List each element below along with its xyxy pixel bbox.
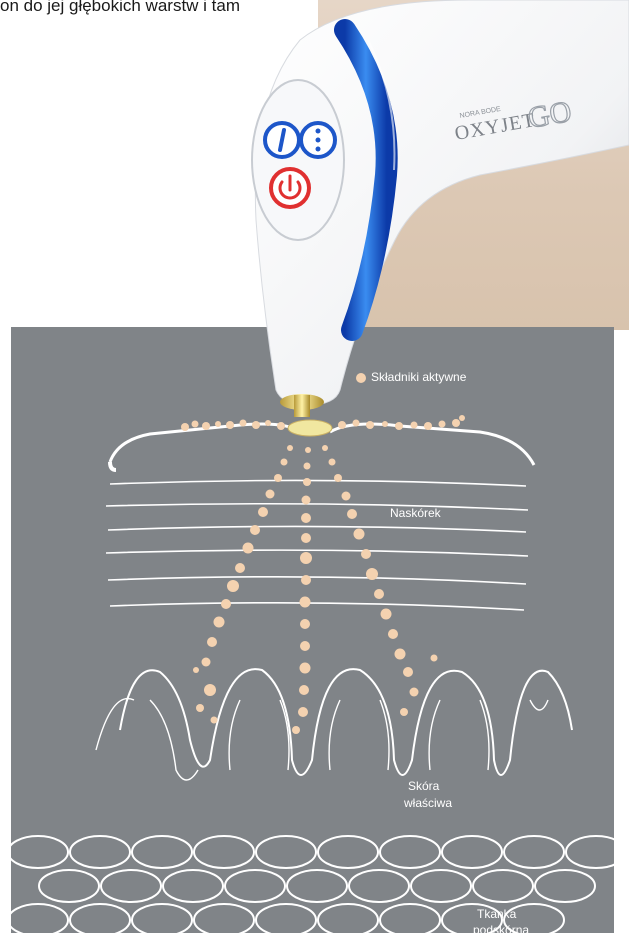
label-epidermis: Naskórek xyxy=(390,505,441,521)
active-ingredient-legend-dot xyxy=(356,373,366,383)
info-button-icon xyxy=(265,123,299,157)
droplet-stream-center xyxy=(292,447,312,734)
dermis-papillae xyxy=(96,669,572,780)
subcutaneous-cells xyxy=(8,836,626,933)
menu-button-icon xyxy=(301,123,335,157)
label-dermis-line1: Skóra xyxy=(408,778,439,794)
droplet-stream-left xyxy=(193,445,293,724)
label-active-ingredients: Składniki aktywne xyxy=(371,369,466,385)
label-subcutis-line1: Tkanka xyxy=(477,906,516,922)
power-button-icon xyxy=(271,169,309,207)
epidermis-layers xyxy=(106,480,528,610)
label-dermis-line2: właściwa xyxy=(404,795,452,811)
label-subcutis-line2: podskórna xyxy=(473,922,529,938)
